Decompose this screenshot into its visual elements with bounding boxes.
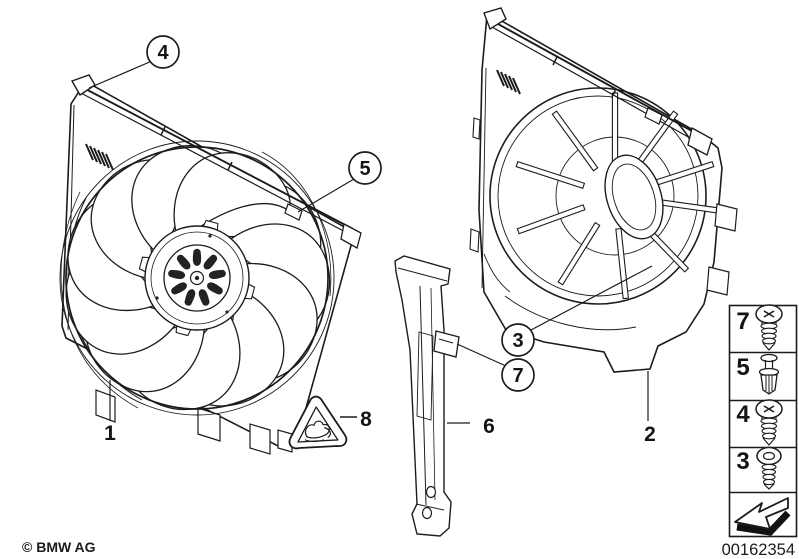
callout-6-label[interactable]: 6: [483, 415, 495, 438]
callout-1-label[interactable]: 1: [104, 422, 116, 445]
hardware-row-4-label[interactable]: 4: [736, 401, 750, 428]
callout-5-label[interactable]: 5: [359, 158, 370, 180]
hardware-row-3-label[interactable]: 3: [736, 448, 749, 475]
hand-hazard-pictogram: [304, 420, 331, 443]
hardware-row-5-label[interactable]: 5: [736, 354, 749, 381]
callout-7-label[interactable]: 7: [512, 365, 523, 387]
fan-shroud-with-fan: [42, 74, 362, 455]
hardware-panel: 7 5 4 3: [728, 304, 798, 538]
callout-4[interactable]: 4: [88, 35, 180, 89]
hardware-row-3[interactable]: 3: [736, 446, 782, 490]
callout-8[interactable]: 8: [340, 408, 372, 431]
callout-2[interactable]: 2: [644, 371, 656, 446]
callout-5[interactable]: 5: [297, 151, 382, 213]
callout-8-label[interactable]: 8: [360, 408, 372, 431]
callout-3-label[interactable]: 3: [512, 330, 523, 352]
upper-carrier-bar-right: [483, 7, 713, 156]
callout-7[interactable]: 7: [456, 343, 535, 392]
hardware-row-5[interactable]: 5: [736, 353, 780, 395]
copyright-text: © BMW AG: [22, 539, 96, 555]
cooling-fan: [42, 124, 355, 436]
direction-arrow-icon: [734, 497, 791, 536]
part-number-text: 00162354: [722, 541, 795, 559]
hardware-row-7-label[interactable]: 7: [736, 308, 749, 335]
callout-6[interactable]: 6: [447, 415, 495, 438]
hardware-row-7[interactable]: 7: [736, 304, 783, 351]
callout-2-label[interactable]: 2: [644, 423, 656, 446]
bracket-clip-tab: [433, 330, 460, 358]
callout-3[interactable]: 3: [501, 265, 653, 357]
callout-4-label[interactable]: 4: [157, 42, 169, 64]
fan-shroud-empty: [469, 7, 738, 373]
callouts: 1 2 3 4 5 6 7: [88, 35, 656, 446]
hardware-row-4[interactable]: 4: [736, 399, 783, 446]
warning-triangle-icon: [288, 395, 348, 450]
callout-1[interactable]: 1: [104, 380, 116, 445]
mounting-bracket: [394, 255, 460, 537]
fan-hub: [138, 219, 256, 337]
motor-mount-ring: [604, 154, 664, 240]
expansion-rivet-icon: [758, 353, 780, 395]
